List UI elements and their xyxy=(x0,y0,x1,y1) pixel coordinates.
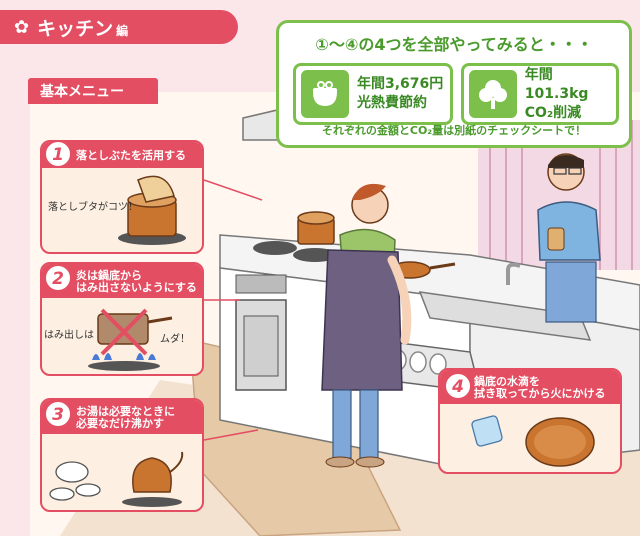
co2-reduction-card: 年間101.3kg CO₂削減 xyxy=(461,63,619,125)
clover-icon: ✿ xyxy=(14,16,30,38)
tip-4-number: 4 xyxy=(444,372,472,400)
tree-icon xyxy=(469,70,517,118)
kettle-teacups-illustration xyxy=(49,451,184,507)
tip-4-text-line-1: 鍋底の水滴を xyxy=(474,375,540,388)
tip-3-text-line-1: お湯は必要なときに xyxy=(76,405,175,418)
tip-2-text-line-2: はみ出さないようにする xyxy=(76,281,197,294)
cost-saving-card: 年間3,676円 光熱費節約 xyxy=(293,63,453,125)
section-title: ✿ キッチン 編 xyxy=(0,10,238,44)
tip-4-text-line-2: 拭き取ってから火にかける xyxy=(474,387,606,400)
tip-2-text-line-1: 炎は鍋底から xyxy=(76,269,142,282)
section-title-suffix: 編 xyxy=(116,23,129,38)
co2-line-2: CO₂削減 xyxy=(524,104,582,121)
tip-2-handwriting-left: はみ出しは xyxy=(44,328,94,341)
purse-icon xyxy=(301,70,349,118)
flame-pot-illustration: はみ出しは ムダ！ xyxy=(44,308,190,371)
tip-1-handwriting: 落としブタがコツ！ xyxy=(48,200,138,213)
cost-line-2: 光熱費節約 xyxy=(357,95,427,111)
summary-note: それぞれの金額とCO₂量は別紙のチェックシートで！ xyxy=(321,124,587,137)
summary-box: ①〜④の4つを全部やってみると・・・ 年間3,676円 光熱費節約 xyxy=(276,20,632,148)
summary-title: ①〜④の4つを全部やってみると・・・ xyxy=(315,35,593,54)
tip-2-handwriting-right: ムダ！ xyxy=(160,332,190,345)
section-title-text: キッチン xyxy=(37,17,114,40)
tip-3-number: 3 xyxy=(44,400,72,428)
tip-3-text-line-2: 必要なだけ沸かす xyxy=(76,417,164,430)
tip-1-header: 落としぶたを活用する xyxy=(42,142,202,168)
pot-with-lid-illustration: 落としブタがコツ！ xyxy=(48,175,186,245)
cost-line-1: 年間3,676円 xyxy=(357,76,444,92)
sponge-pot-illustration xyxy=(471,415,595,467)
co2-line-1: 年間101.3kg xyxy=(524,66,589,102)
tip-1-text: 落としぶたを活用する xyxy=(76,149,186,162)
tip-2-number: 2 xyxy=(44,264,72,292)
tip-1-number: 1 xyxy=(44,140,72,168)
menu-label: 基本メニュー xyxy=(28,78,158,104)
